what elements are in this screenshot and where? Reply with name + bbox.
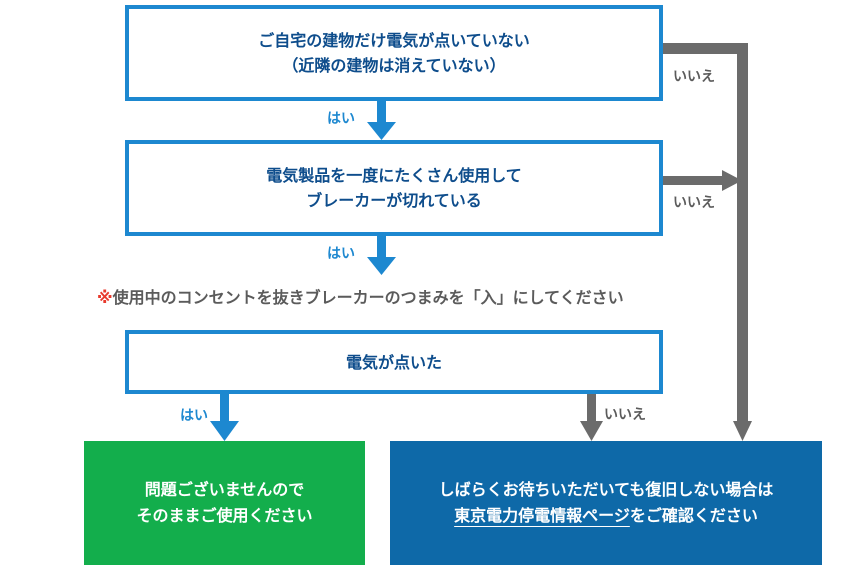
result-no-problem: 問題ございませんので そのままご使用ください: [84, 441, 365, 565]
result-no-problem-line1: 問題ございませんので: [144, 480, 305, 499]
note-text: 使用中のコンセントを抜きブレーカーのつまみを「入」にしてください: [112, 288, 624, 307]
breaker-instruction-note: ※使用中のコンセントを抜きブレーカーのつまみを「入」にしてください: [97, 284, 624, 308]
question-power-restored-text: 電気が点いた: [345, 352, 442, 372]
result-wait-suffix: をご確認ください: [629, 506, 758, 525]
result-wait-line2: 東京電力停電情報ページをご確認ください: [454, 503, 758, 529]
question-own-building-line1: ご自宅の建物だけ電気が点いていない: [258, 31, 530, 50]
no-label-3: いいえ: [604, 407, 646, 423]
yes-label-2: はい: [327, 246, 355, 262]
note-mark: ※: [97, 288, 113, 307]
no-label-2: いいえ: [673, 195, 715, 211]
question-own-building-line2: （近隣の建物は消えていない）: [282, 56, 506, 75]
question-breaker-line1: 電気製品を一度にたくさん使用して: [266, 166, 522, 185]
yes-arrows: [210, 100, 396, 441]
question-breaker-line2: ブレーカーが切れている: [306, 191, 482, 210]
question-own-building: ご自宅の建物だけ電気が点いていない （近隣の建物は消えていない）: [125, 5, 663, 101]
no-arrows: [580, 43, 752, 441]
result-no-problem-line2: そのままご使用ください: [136, 506, 313, 525]
outage-info-page-link[interactable]: 東京電力停電情報ページ: [454, 506, 630, 525]
yes-label-3: はい: [180, 408, 208, 424]
question-power-restored: 電気が点いた: [125, 330, 663, 394]
no-label-1: いいえ: [673, 69, 715, 85]
result-check-outage-info: しばらくお待ちいただいても復旧しない場合は 東京電力停電情報ページをご確認くださ…: [390, 441, 822, 565]
result-wait-line1: しばらくお待ちいただいても復旧しない場合は: [438, 480, 774, 499]
question-breaker: 電気製品を一度にたくさん使用して ブレーカーが切れている: [125, 140, 663, 236]
yes-label-1: はい: [327, 111, 355, 127]
